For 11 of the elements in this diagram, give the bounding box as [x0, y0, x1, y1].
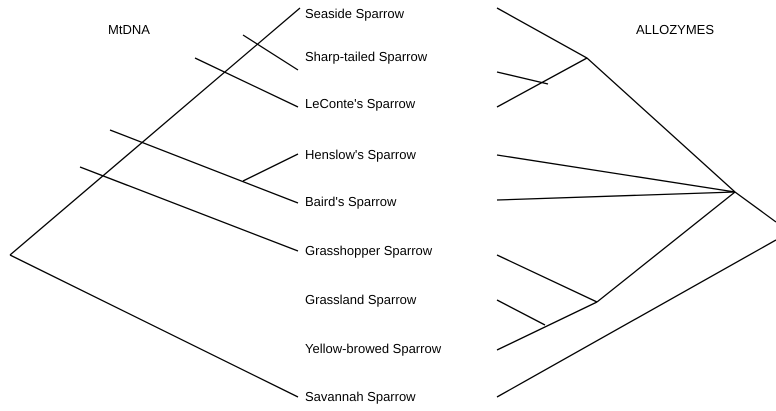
species-label: LeConte's Sparrow [305, 96, 416, 112]
species-label: Grasshopper Sparrow [305, 243, 432, 259]
species-label: Henslow's Sparrow [305, 147, 416, 163]
species-label: Sharp-tailed Sparrow [305, 49, 428, 65]
species-label: Yellow-browed Sparrow [305, 341, 442, 357]
species-label: Baird's Sparrow [305, 194, 396, 210]
species-label: Savannah Sparrow [305, 389, 416, 405]
tree-title: ALLOZYMES [636, 22, 714, 38]
tree-title: MtDNA [108, 22, 150, 38]
species-label: Grassland Sparrow [305, 292, 416, 308]
species-label: Seaside Sparrow [305, 6, 404, 22]
